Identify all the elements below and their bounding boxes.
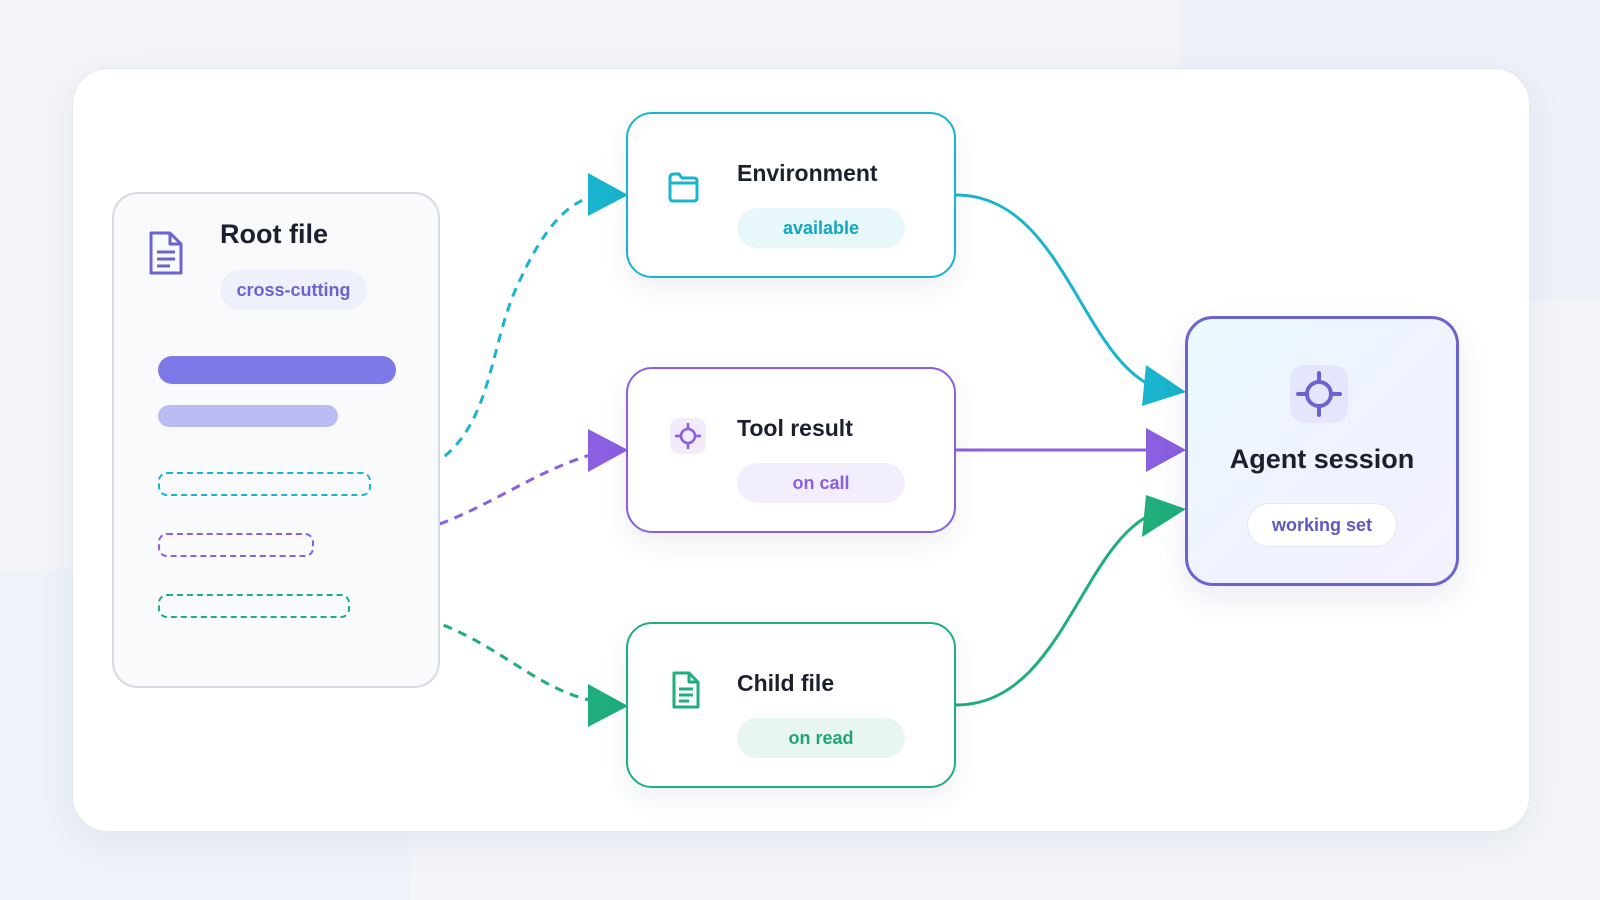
child-file-title: Child file: [737, 670, 835, 696]
tool-result-title: Tool result: [737, 415, 853, 441]
document-icon: [149, 231, 183, 275]
content-bar: [158, 356, 396, 384]
content-bar: [158, 405, 338, 427]
folder-icon: [668, 172, 699, 203]
root-file-title: Root file: [220, 219, 328, 249]
crosshair-icon: [1296, 371, 1342, 417]
edge-environment-agent: [955, 193, 1151, 387]
arrowhead: [1142, 365, 1186, 406]
edge-root-child-file: [349, 604, 601, 704]
document-icon: [672, 671, 700, 709]
tool-result-node[interactable]: [626, 367, 956, 533]
agent-session-tag: working set: [1247, 503, 1397, 547]
tool-result-status: on call: [737, 463, 905, 503]
arrowhead: [1142, 495, 1186, 537]
child-file-status: on read: [737, 718, 905, 758]
arrowhead: [588, 429, 628, 472]
child-file-placeholder-row: [158, 594, 350, 618]
environment-status: available: [737, 208, 905, 248]
environment-title: Environment: [737, 160, 878, 186]
tool-result-placeholder-row: [158, 533, 314, 557]
environment-placeholder-row: [158, 472, 371, 496]
arrowhead: [1146, 428, 1186, 472]
root-file-tag: cross-cutting: [220, 270, 367, 310]
arrowhead: [588, 173, 628, 216]
arrowhead: [588, 684, 628, 727]
crosshair-icon: [675, 423, 701, 449]
edge-child-file-agent: [955, 513, 1151, 707]
environment-node[interactable]: [626, 112, 956, 278]
agent-session-title: Agent session: [1229, 444, 1415, 474]
child-file-node[interactable]: [626, 622, 956, 788]
root-file-panel[interactable]: [112, 192, 440, 688]
